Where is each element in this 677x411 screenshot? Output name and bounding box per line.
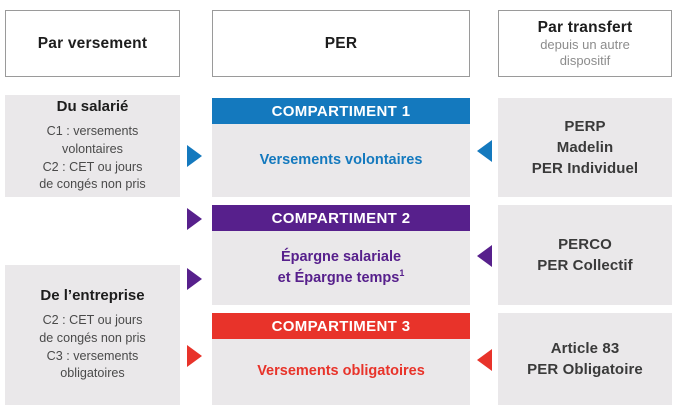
source-line: de congés non pris — [39, 177, 146, 192]
source-line: C2 : CET ou jours — [42, 312, 143, 327]
compartiment-2-footnote-marker: 1 — [399, 267, 405, 278]
compartiment-3: COMPARTIMENT 3 Versements obligatoires — [212, 313, 470, 405]
compartiment-2-body-line2-text: et Épargne temps — [277, 269, 400, 286]
transfer-line: PER Individuel — [531, 160, 639, 178]
compartiment-2-body-line1: Épargne salariale — [280, 249, 402, 266]
source-title-de-l-entreprise: De l’entreprise — [40, 286, 145, 304]
arrow-in-compartiment-2-top-icon — [187, 208, 202, 230]
header-par-transfert-subtitle-line1: depuis un autre — [540, 37, 630, 53]
header-par-versement: Par versement — [5, 10, 180, 77]
header-par-versement-title: Par versement — [37, 34, 148, 52]
source-title-du-salarie: Du salarié — [56, 97, 129, 115]
transfer-box-perco-per-collectif: PERCO PER Collectif — [498, 205, 672, 305]
transfer-lines-article-83: Article 83 PER Obligatoire — [527, 338, 643, 381]
transfer-box-perp-madelin-per-individuel: PERP Madelin PER Individuel — [498, 98, 672, 197]
compartiment-1-header: COMPARTIMENT 1 — [212, 98, 470, 124]
source-detail-de-l-entreprise: C2 : CET ou jours de congés non pris C3 … — [39, 312, 145, 384]
arrow-in-compartiment-2-bottom-icon — [187, 268, 202, 290]
transfer-line: PERP — [564, 117, 606, 135]
compartiment-1-body-text: Versements volontaires — [259, 151, 423, 168]
compartiment-3-header: COMPARTIMENT 3 — [212, 313, 470, 339]
arrow-transfer-compartiment-1-icon — [477, 140, 492, 162]
transfer-box-article-83-per-obligatoire: Article 83 PER Obligatoire — [498, 313, 672, 405]
arrow-in-compartiment-1-icon — [187, 145, 202, 167]
header-per: PER — [212, 10, 470, 77]
transfer-line: Madelin — [556, 138, 614, 156]
source-line: volontaires — [62, 141, 123, 156]
transfer-line: PERCO — [558, 235, 612, 253]
arrow-in-compartiment-3-icon — [187, 345, 202, 367]
source-line: C2 : CET ou jours — [42, 159, 143, 174]
compartiment-2-body-line2: et Épargne temps1 — [278, 268, 405, 288]
source-line: de congés non pris — [39, 330, 146, 345]
compartiment-2: COMPARTIMENT 2 Épargne salariale et Épar… — [212, 205, 470, 305]
compartiment-3-body-text: Versements obligatoires — [257, 363, 425, 380]
header-par-transfert: Par transfert depuis un autre dispositif — [498, 10, 672, 77]
header-par-transfert-subtitle-line2: dispositif — [559, 53, 611, 69]
transfer-line: PER Collectif — [537, 257, 633, 274]
source-box-de-l-entreprise: De l’entreprise C2 : CET ou jours de con… — [5, 265, 180, 405]
source-box-du-salarie: Du salarié C1 : versements volontaires C… — [5, 95, 180, 197]
source-line: C3 : versements — [46, 348, 139, 363]
header-par-transfert-title: Par transfert — [537, 18, 633, 36]
source-line: obligatoires — [60, 366, 125, 381]
compartiment-2-header: COMPARTIMENT 2 — [212, 205, 470, 231]
source-detail-du-salarie: C1 : versements volontaires C2 : CET ou … — [39, 123, 145, 195]
transfer-line: Article 83 — [550, 339, 620, 357]
transfer-lines-perco: PERCO PER Collectif — [537, 234, 632, 277]
compartiment-3-body: Versements obligatoires — [212, 339, 470, 405]
transfer-lines-perp: PERP Madelin PER Individuel — [532, 116, 638, 180]
compartiment-1-body: Versements volontaires — [212, 124, 470, 197]
arrow-transfer-compartiment-3-icon — [477, 349, 492, 371]
source-line: C1 : versements — [46, 123, 139, 138]
arrow-transfer-compartiment-2-icon — [477, 245, 492, 267]
transfer-line: PER Obligatoire — [527, 361, 643, 378]
compartiment-1: COMPARTIMENT 1 Versements volontaires — [212, 98, 470, 197]
header-per-title: PER — [324, 34, 358, 52]
compartiment-2-body: Épargne salariale et Épargne temps1 — [212, 231, 470, 305]
